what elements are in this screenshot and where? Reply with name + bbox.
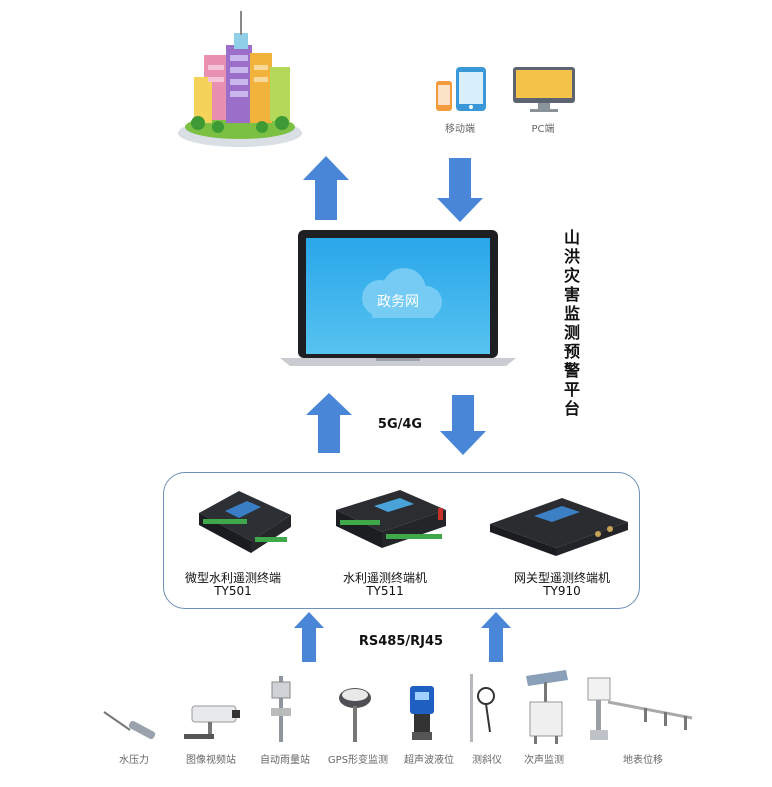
inclinometer-icon — [470, 674, 495, 742]
sensor-label: 水压力 — [119, 755, 149, 766]
device-group-box — [163, 472, 640, 609]
device-name: 网关型遥测终端机 — [513, 571, 610, 585]
device-model: TY910 — [543, 584, 581, 598]
city-buildings-icon — [178, 11, 302, 147]
arrow-up-icon — [481, 612, 511, 662]
gateway-device-icon — [490, 498, 628, 556]
pc-label: PC端 — [531, 124, 555, 135]
arrow-down-icon — [440, 395, 486, 455]
device-model: TY501 — [214, 584, 252, 598]
gps-antenna-icon — [339, 688, 371, 742]
screen-label: 政务网 — [377, 294, 419, 310]
wireless-link-label: 5G/4G — [377, 417, 423, 432]
sensor-label: 超声波液位 — [404, 755, 454, 766]
device-name: 水利遥测终端机 — [342, 571, 427, 585]
video-camera-icon — [184, 705, 240, 739]
sensor-label: 测斜仪 — [472, 755, 502, 766]
sensor-label: 地表位移 — [623, 755, 663, 766]
arrow-down-icon — [437, 158, 483, 222]
sensor-label: 自动雨量站 — [260, 755, 310, 766]
ultrasonic-level-icon — [410, 686, 434, 740]
rain-gauge-icon — [271, 676, 291, 742]
tablet-icon — [456, 67, 486, 111]
mobile-label: 移动端 — [445, 124, 475, 135]
device-model: TY511 — [366, 584, 404, 598]
arrow-up-icon — [306, 393, 352, 453]
rtu-device-icon — [336, 490, 446, 548]
device-name: 微型水利遥测终端 — [184, 571, 281, 585]
sensor-label: 次声监测 — [524, 755, 564, 766]
mobile-phone-icon — [436, 81, 452, 111]
rtu-device-icon — [199, 491, 291, 553]
laptop-icon — [280, 230, 516, 366]
wired-link-label: RS485/RJ45 — [358, 634, 444, 649]
sensor-label: GPS形变监测 — [327, 755, 389, 766]
pc-monitor-icon — [513, 67, 575, 112]
arrow-up-icon — [294, 612, 324, 662]
platform-title: 山洪灾害监测预警平台 — [563, 228, 580, 418]
displacement-icon — [587, 677, 693, 740]
pressure-probe-icon — [103, 711, 156, 740]
sensor-label: 图像视频站 — [186, 755, 236, 766]
arrow-up-icon — [303, 156, 349, 220]
infrasound-icon — [526, 670, 568, 744]
